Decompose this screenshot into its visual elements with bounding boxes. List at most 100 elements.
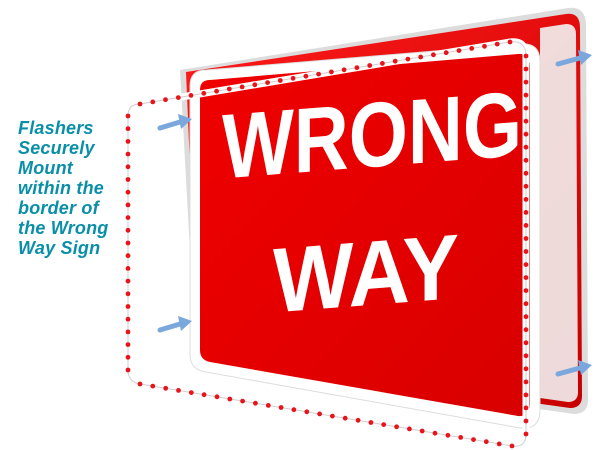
led-dot [189,93,194,98]
led-dot [369,420,374,425]
led-dot [524,288,529,293]
led-dot [431,52,436,57]
led-dot [215,394,220,399]
led-dot [444,50,449,55]
led-dot [524,197,529,202]
led-dot [201,91,206,96]
led-dot [524,93,529,98]
led-dot [524,262,529,267]
led-dot [240,399,245,404]
led-dot [524,432,529,437]
led-dot [524,184,529,189]
led-dot [484,439,489,444]
sign-text-way: WAY [273,215,459,332]
led-dot [342,67,347,72]
led-dot [524,327,529,332]
led-dot [317,412,322,417]
led-dot [524,314,529,319]
led-dot [304,409,309,414]
led-dot [524,393,529,398]
led-dot [329,70,334,75]
led-dot [524,353,529,358]
led-dot [278,78,283,83]
led-dot [524,275,529,280]
arrow-icon [160,316,192,331]
led-dot [126,330,131,335]
led-dot [458,435,463,440]
led-dot [393,59,398,64]
led-dot [265,80,270,85]
led-dot [510,444,515,449]
led-dot [524,106,529,111]
led-dot [252,82,257,87]
led-dot [227,87,232,92]
led-dot [356,418,361,423]
caption-line: Flashers [18,118,136,138]
led-dot [126,291,131,296]
led-dot [508,40,513,45]
led-dot [189,390,194,395]
led-dot [150,100,155,105]
led-dot [406,57,411,62]
caption-line: within the [18,178,136,198]
led-dot [524,340,529,345]
led-dot [355,65,360,70]
led-dot [304,74,309,79]
led-dot [126,317,131,322]
caption-line: Way Sign [18,238,136,258]
led-dot [126,368,131,373]
led-dot [126,266,131,271]
led-dot [176,388,181,393]
led-dot [380,61,385,66]
led-dot [176,95,181,100]
led-dot [418,55,423,60]
led-dot [407,427,412,432]
led-dot [163,97,168,102]
led-dot [126,279,131,284]
led-dot [240,85,245,90]
caption-line: Securely [18,138,136,158]
led-dot [524,406,529,411]
led-dot [279,405,284,410]
led-dot [446,433,451,438]
led-dot [524,210,529,215]
led-dot [433,431,438,436]
led-dot [316,72,321,77]
led-dot [524,380,529,385]
caption-line: Mount [18,158,136,178]
caption-line: the Wrong [18,218,136,238]
led-dot [227,397,232,402]
led-dot [524,249,529,254]
led-dot [524,54,529,59]
led-dot [202,392,207,397]
led-dot [381,422,386,427]
led-dot [524,171,529,176]
led-dot [126,355,131,360]
led-dot [524,366,529,371]
led-dot [524,301,529,306]
led-dot [126,342,131,347]
led-dot [524,223,529,228]
led-dot [471,437,476,442]
led-dot [138,102,143,107]
caption-line: border of [18,198,136,218]
led-dot [524,80,529,85]
led-dot [266,403,271,408]
led-dot [524,419,529,424]
led-dot [343,416,348,421]
led-dot [524,119,529,124]
led-dot [214,89,219,94]
led-dot [495,42,500,47]
led-dot [394,424,399,429]
led-dot [126,304,131,309]
led-dot [292,407,297,412]
led-dot [524,132,529,137]
led-dot [524,158,529,163]
led-dot [420,429,425,434]
led-dot [524,236,529,241]
led-dot [497,442,502,447]
led-dot [330,414,335,419]
led-dot [524,67,529,72]
led-dot [367,63,372,68]
